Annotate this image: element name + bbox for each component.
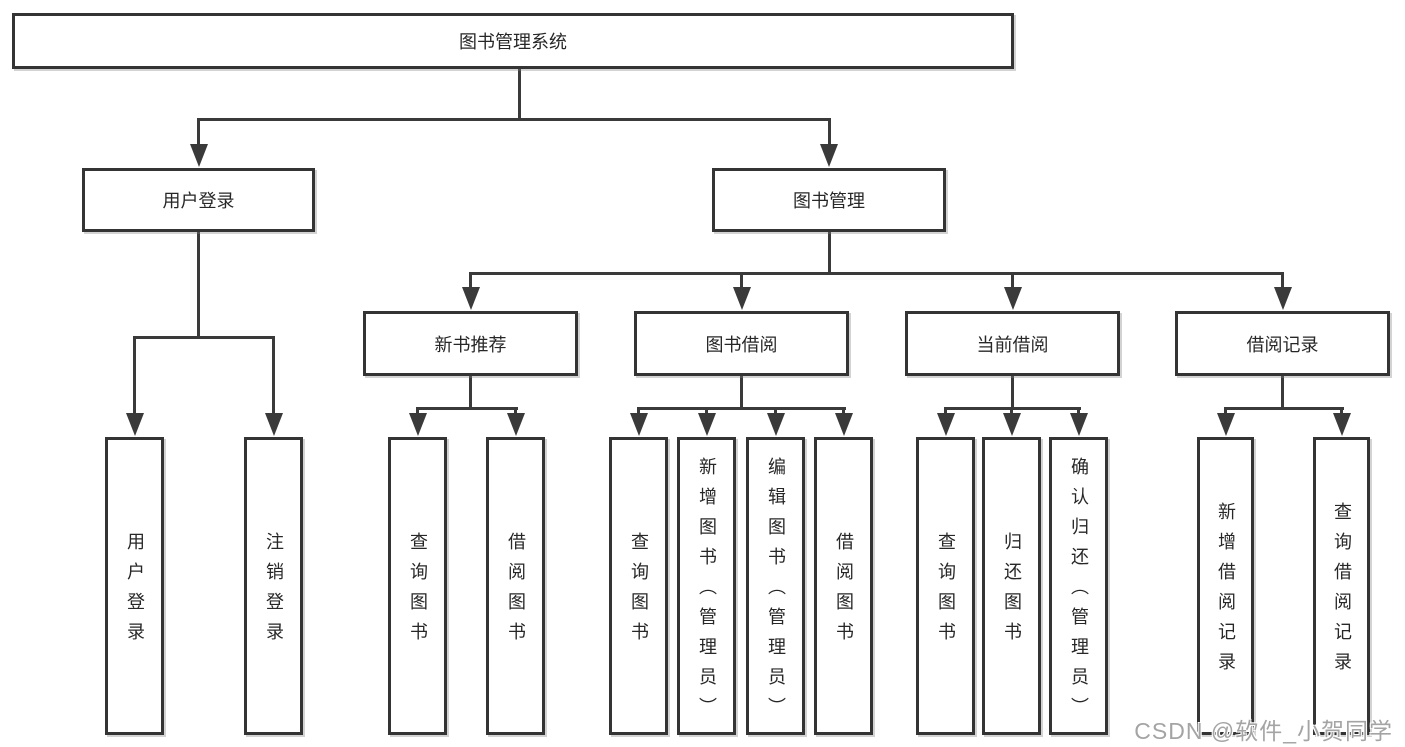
connector-line	[197, 118, 200, 146]
node-book-borrow: 图书借阅	[634, 311, 849, 376]
connector-line	[1224, 407, 1344, 410]
connector-line	[133, 336, 275, 339]
connector-line	[197, 118, 831, 121]
arrow-down-icon	[936, 413, 955, 436]
node-new-book-recommend: 新书推荐	[363, 311, 578, 376]
connector-line	[1340, 407, 1343, 415]
leaf-query-borrow-record-label: 查询借阅记录	[1331, 502, 1352, 682]
connector-line	[272, 336, 275, 415]
leaf-add-borrow-record-label: 新增借阅记录	[1215, 502, 1236, 682]
arrow-down-icon	[697, 413, 716, 436]
connector-line	[1077, 407, 1080, 415]
connector-line	[133, 336, 136, 415]
leaf-add-book-admin: 新增图书（管理员）	[677, 437, 736, 735]
node-root-label: 图书管理系统	[459, 32, 567, 52]
leaf-confirm-return-admin-label: 确认归还（管理员）	[1068, 457, 1089, 727]
leaf-query-book-recommend: 查询图书	[388, 437, 447, 735]
leaf-logout-login: 注销登录	[244, 437, 303, 735]
connector-line	[469, 376, 472, 407]
connector-line	[944, 407, 947, 415]
node-current-borrow-label: 当前借阅	[976, 334, 1049, 355]
arrow-down-icon	[1273, 287, 1292, 310]
connector-line	[518, 68, 521, 118]
arrow-down-icon	[189, 144, 208, 167]
arrow-down-icon	[408, 413, 427, 436]
node-borrow-records-label: 借阅记录	[1246, 334, 1319, 355]
connector-line	[827, 232, 831, 272]
leaf-logout-login-label: 注销登录	[263, 532, 284, 652]
connector-line	[197, 232, 200, 336]
node-user-login: 用户登录	[82, 168, 315, 232]
leaf-borrow-book-recommend: 借阅图书	[486, 437, 545, 735]
arrow-down-icon	[732, 287, 751, 310]
node-new-book-recommend-label: 新书推荐	[434, 334, 507, 355]
connector-line	[637, 407, 846, 410]
node-book-management-label: 图书管理	[793, 191, 865, 211]
connector-line	[705, 407, 708, 415]
leaf-query-book-recommend-label: 查询图书	[407, 532, 428, 652]
leaf-user-login-label: 用户登录	[124, 532, 145, 652]
connector-line	[1281, 272, 1284, 289]
leaf-add-borrow-record: 新增借阅记录	[1197, 437, 1254, 735]
leaf-add-book-admin-label: 新增图书（管理员）	[696, 457, 717, 727]
connector-line	[1011, 272, 1014, 289]
arrow-down-icon	[264, 413, 283, 436]
leaf-borrow-book: 借阅图书	[814, 437, 873, 735]
leaf-edit-book-admin: 编辑图书（管理员）	[746, 437, 805, 735]
arrow-down-icon	[1069, 413, 1088, 436]
connector-line	[469, 272, 1284, 275]
connector-line	[1281, 376, 1284, 407]
arrow-down-icon	[125, 413, 144, 436]
leaf-query-book-current-label: 查询图书	[935, 532, 956, 652]
leaf-user-login: 用户登录	[105, 437, 164, 735]
connector-line	[740, 272, 743, 289]
connector-line	[514, 407, 517, 415]
node-borrow-records: 借阅记录	[1175, 311, 1390, 376]
leaf-edit-book-admin-label: 编辑图书（管理员）	[765, 457, 786, 727]
leaf-query-book-borrow-label: 查询图书	[628, 532, 649, 652]
connector-line	[637, 407, 640, 415]
arrow-down-icon	[1332, 413, 1351, 436]
arrow-down-icon	[1216, 413, 1235, 436]
node-book-management: 图书管理	[712, 168, 946, 232]
node-user-login-label: 用户登录	[162, 191, 235, 211]
connector-line	[469, 272, 472, 289]
connector-line	[1011, 376, 1014, 407]
csdn-watermark: CSDN @软件_小贺同学	[1134, 718, 1393, 744]
leaf-confirm-return-admin: 确认归还（管理员）	[1049, 437, 1108, 735]
leaf-query-borrow-record: 查询借阅记录	[1313, 437, 1370, 735]
leaf-query-book-current: 查询图书	[916, 437, 975, 735]
node-root: 图书管理系统	[12, 13, 1014, 69]
leaf-return-book: 归还图书	[982, 437, 1041, 735]
connector-line	[827, 118, 831, 146]
connector-line	[1224, 407, 1227, 415]
arrow-down-icon	[1003, 287, 1022, 310]
arrow-down-icon	[629, 413, 648, 436]
leaf-query-book-borrow: 查询图书	[609, 437, 668, 735]
connector-line	[842, 407, 845, 415]
connector-line	[416, 407, 419, 415]
connector-line	[416, 407, 518, 410]
node-current-borrow: 当前借阅	[905, 311, 1120, 376]
arrow-down-icon	[820, 144, 838, 167]
arrow-down-icon	[506, 413, 525, 436]
connector-line	[740, 376, 743, 407]
leaf-return-book-label: 归还图书	[1001, 532, 1022, 652]
leaf-borrow-book-label: 借阅图书	[833, 532, 854, 652]
leaf-borrow-book-recommend-label: 借阅图书	[505, 532, 526, 652]
arrow-down-icon	[834, 413, 853, 436]
arrow-down-icon	[1002, 413, 1021, 436]
connector-line	[774, 407, 777, 415]
connector-line	[1010, 407, 1013, 415]
node-book-borrow-label: 图书借阅	[705, 334, 778, 355]
arrow-down-icon	[461, 287, 480, 310]
arrow-down-icon	[766, 413, 785, 436]
